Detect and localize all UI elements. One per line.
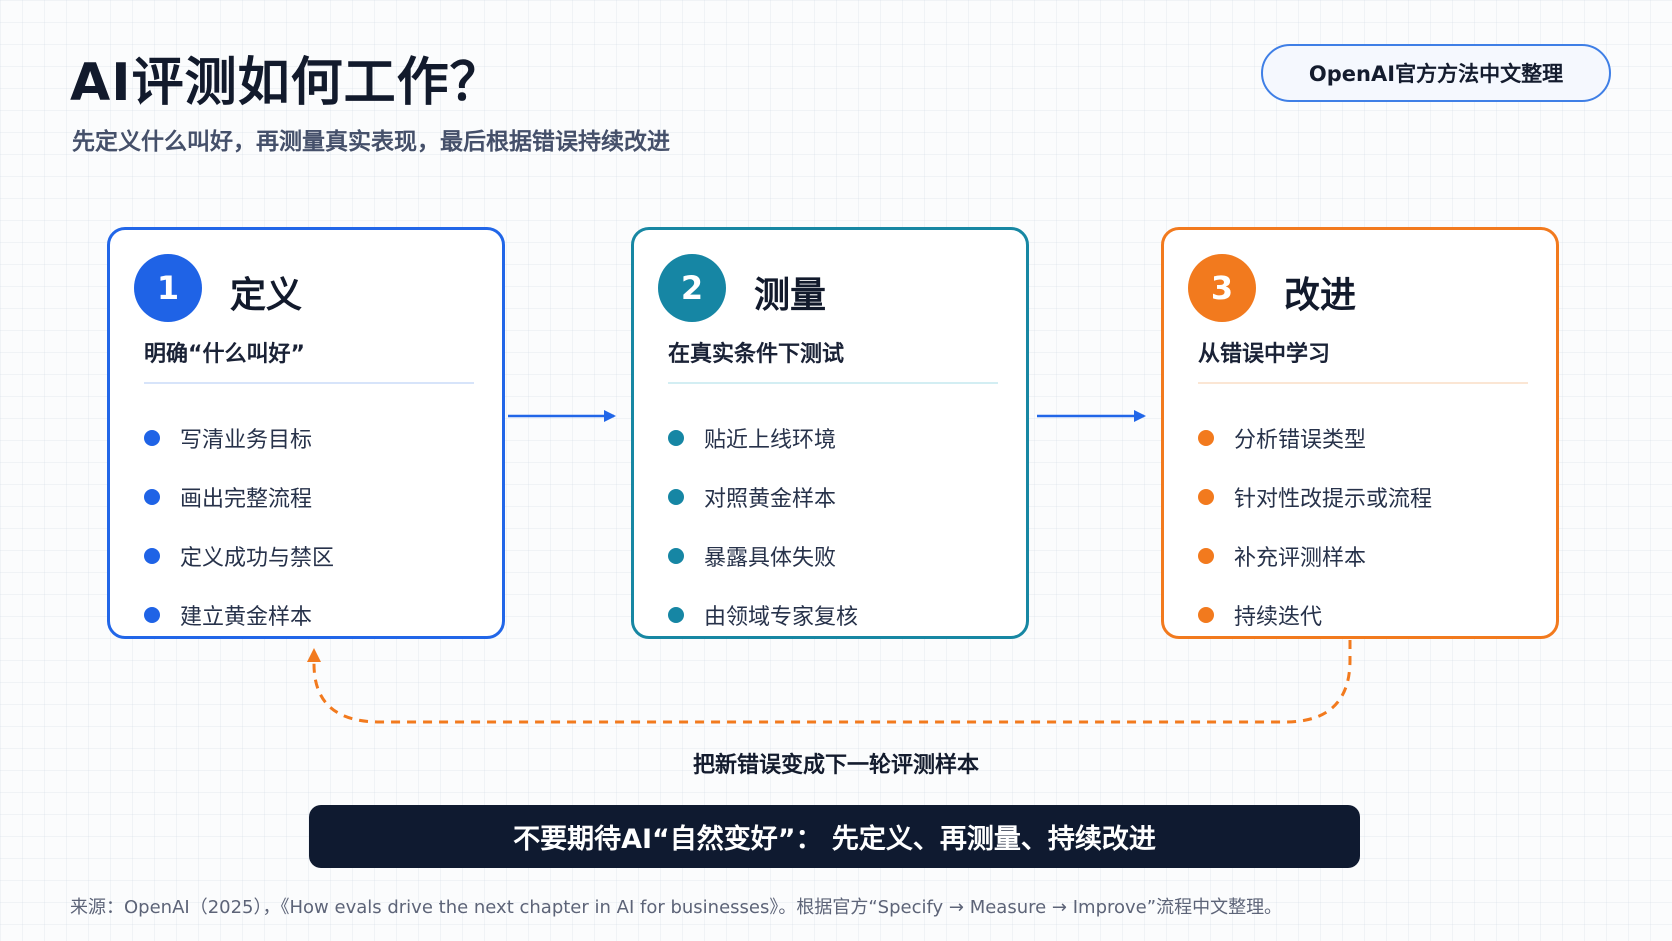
step-subtitle: 明确“什么叫好” — [144, 342, 305, 367]
list-item-text: 定义成功与禁区 — [180, 545, 335, 571]
bullet-dot-icon — [1198, 429, 1214, 446]
list-item-text: 贴近上线环境 — [704, 427, 837, 453]
step-card-define: 1 定义 明确“什么叫好” 写清业务目标 画出完整流程 定义成功与禁区 建立黄金… — [107, 227, 505, 639]
list-item: 画出完整流程 — [144, 467, 334, 526]
list-item-text: 对照黄金样本 — [704, 486, 837, 512]
list-item-text: 补充评测样本 — [1234, 545, 1367, 571]
list-item-text: 分析错误类型 — [1234, 427, 1367, 453]
bullet-dot-icon — [668, 547, 684, 564]
step-item-list: 分析错误类型 针对性改提示或流程 补充评测样本 持续迭代 — [1198, 408, 1432, 644]
list-item-text: 建立黄金样本 — [180, 604, 313, 630]
bullet-dot-icon — [668, 488, 684, 505]
divider — [668, 382, 998, 384]
feedback-loop-arrow — [307, 640, 1352, 724]
bullet-dot-icon — [668, 429, 684, 446]
source-badge: OpenAI官方方法中文整理 — [1261, 44, 1611, 102]
list-item-text: 写清业务目标 — [180, 427, 313, 453]
list-item-text: 持续迭代 — [1234, 604, 1323, 630]
step-title: 测量 — [754, 275, 827, 316]
list-item-text: 画出完整流程 — [180, 486, 313, 512]
list-item: 暴露具体失败 — [668, 526, 858, 585]
step-item-list: 写清业务目标 画出完整流程 定义成功与禁区 建立黄金样本 — [144, 408, 334, 644]
list-item: 建立黄金样本 — [144, 585, 334, 644]
bullet-dot-icon — [1198, 547, 1214, 564]
list-item: 定义成功与禁区 — [144, 526, 334, 585]
step-subtitle: 从错误中学习 — [1198, 342, 1331, 367]
page-subtitle: 先定义什么叫好，再测量真实表现，最后根据错误持续改进 — [72, 129, 670, 155]
step-number-badge: 2 — [658, 254, 726, 322]
list-item: 补充评测样本 — [1198, 526, 1432, 585]
list-item: 持续迭代 — [1198, 585, 1432, 644]
list-item-text: 由领域专家复核 — [704, 604, 859, 630]
list-item: 对照黄金样本 — [668, 467, 858, 526]
divider — [1198, 382, 1528, 384]
list-item: 分析错误类型 — [1198, 408, 1432, 467]
step-title: 改进 — [1284, 275, 1357, 316]
list-item-text: 针对性改提示或流程 — [1234, 486, 1433, 512]
bullet-dot-icon — [1198, 606, 1214, 623]
step-item-list: 贴近上线环境 对照黄金样本 暴露具体失败 由领域专家复核 — [668, 408, 858, 644]
list-item: 由领域专家复核 — [668, 585, 858, 644]
step-card-improve: 3 改进 从错误中学习 分析错误类型 针对性改提示或流程 补充评测样本 持续迭代 — [1161, 227, 1559, 639]
feedback-loop-label: 把新错误变成下一轮评测样本 — [692, 753, 979, 778]
step-number-badge: 1 — [134, 254, 202, 322]
step-subtitle: 在真实条件下测试 — [668, 342, 845, 367]
bullet-dot-icon — [144, 429, 160, 446]
page-title: AI评测如何工作？ — [70, 53, 503, 113]
source-citation: 来源：OpenAI（2025），《How evals drive the nex… — [70, 897, 1283, 918]
bullet-dot-icon — [1198, 488, 1214, 505]
list-item: 针对性改提示或流程 — [1198, 467, 1432, 526]
step-number-badge: 3 — [1188, 254, 1256, 322]
banner-text: 不要期待AI“自然变好”： 先定义、再测量、持续改进 — [513, 824, 1156, 855]
bullet-dot-icon — [144, 488, 160, 505]
bullet-dot-icon — [144, 547, 160, 564]
divider — [144, 382, 474, 384]
step-card-measure: 2 测量 在真实条件下测试 贴近上线环境 对照黄金样本 暴露具体失败 由领域专家… — [631, 227, 1029, 639]
list-item: 写清业务目标 — [144, 408, 334, 467]
list-item-text: 暴露具体失败 — [704, 545, 837, 571]
bullet-dot-icon — [144, 606, 160, 623]
step-title: 定义 — [230, 275, 303, 316]
list-item: 贴近上线环境 — [668, 408, 858, 467]
key-message-banner: 不要期待AI“自然变好”： 先定义、再测量、持续改进 — [309, 805, 1360, 868]
bullet-dot-icon — [668, 606, 684, 623]
